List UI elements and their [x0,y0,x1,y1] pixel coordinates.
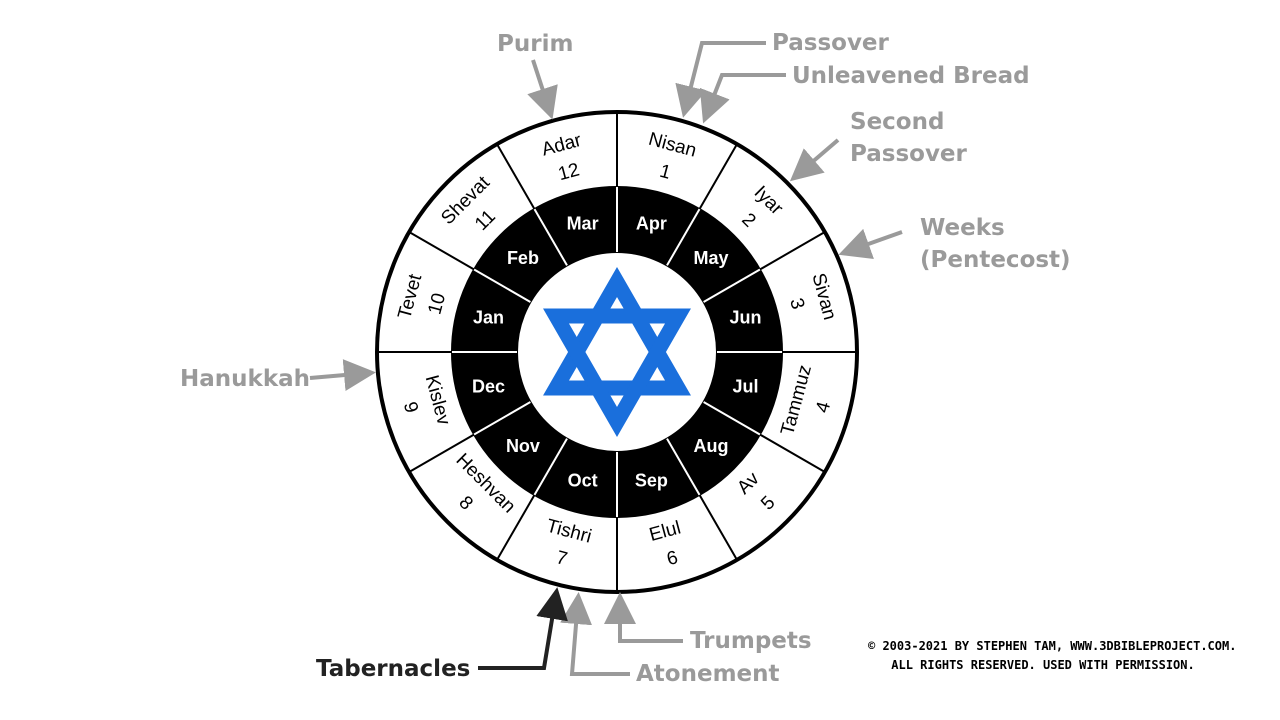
hebrew-month-number: 9 [399,400,422,416]
feast-label-second-passover-line2: Passover [850,141,968,167]
gregorian-divider [703,268,761,303]
calendar-wheel: Nisan1AprIyar2MaySivan3JunTammuz4JulAv5A… [375,110,859,594]
feast-label-trumpets: Trumpets [690,628,812,654]
credit-line-1: © 2003-2021 BY STEPHEN TAM, WWW.3DBIBLEP… [868,639,1237,653]
gregorian-month-label: Apr [636,214,667,234]
copyright-credit: © 2003-2021 BY STEPHEN TAM, WWW.3DBIBLEP… [868,637,1237,675]
atonement-arrow [560,592,630,676]
gregorian-month-label: Aug [694,436,729,456]
feast-label-atonement: Atonement [636,661,780,687]
feast-label-second-passover: Second [850,109,944,135]
gregorian-month-label: Feb [507,248,539,268]
month-divider [759,231,826,271]
feast-label-hanukkah: Hanukkah [180,366,310,392]
gregorian-month-label: Mar [567,214,599,234]
hebrew-month-number: 3 [785,296,808,312]
gregorian-divider [533,438,568,496]
purim-arrow [527,59,558,120]
gregorian-month-label: Jul [732,376,758,396]
month-dividers [377,112,857,592]
month-divider [698,494,738,561]
feast-label-unleavened-bread: Unleavened Bread [792,63,1030,89]
month-divider [698,143,738,210]
month-divider [759,433,826,473]
passover-arrow [675,41,766,118]
month-divider [408,433,475,473]
star-of-david-icon [543,266,691,438]
gregorian-month-label: Jun [729,308,761,328]
month-divider [496,143,536,210]
gregorian-divider [703,401,761,436]
credit-line-2: ALL RIGHTS RESERVED. USED WITH PERMISSIO… [891,658,1195,672]
feast-label-purim: Purim [497,31,573,57]
month-divider [408,231,475,271]
tabernacles-arrow [478,587,568,670]
weeks-arrow [838,228,903,259]
hanukkah-arrow [309,359,376,392]
gregorian-month-label: Sep [635,470,668,490]
hebrew-month-number: 6 [665,547,681,570]
second-passover-arrow [789,138,840,182]
gregorian-divider [666,438,701,496]
hebrew-month-number: 1 [657,161,673,184]
gregorian-month-label: Jan [473,308,504,328]
gregorian-month-label: Nov [506,436,540,456]
feast-label-tabernacles: Tabernacles [316,656,470,682]
gregorian-divider [473,268,531,303]
feast-label-passover: Passover [772,30,890,56]
feast-label-weeks: Weeks [920,215,1005,241]
unleavened-bread-arrow [699,73,786,124]
month-divider [496,494,536,561]
gregorian-month-label: May [694,248,729,268]
hebrew-month-number: 7 [554,547,570,570]
gregorian-month-label: Dec [472,376,505,396]
trumpets-arrow [604,592,683,643]
gregorian-divider [473,401,531,436]
gregorian-month-label: Oct [568,470,598,490]
gregorian-divider [666,208,701,266]
gregorian-divider [533,208,568,266]
feast-annotations: Purim Passover Unleavened Bread Second P… [180,30,1071,687]
feast-label-weeks-line2: (Pentecost) [920,247,1071,273]
